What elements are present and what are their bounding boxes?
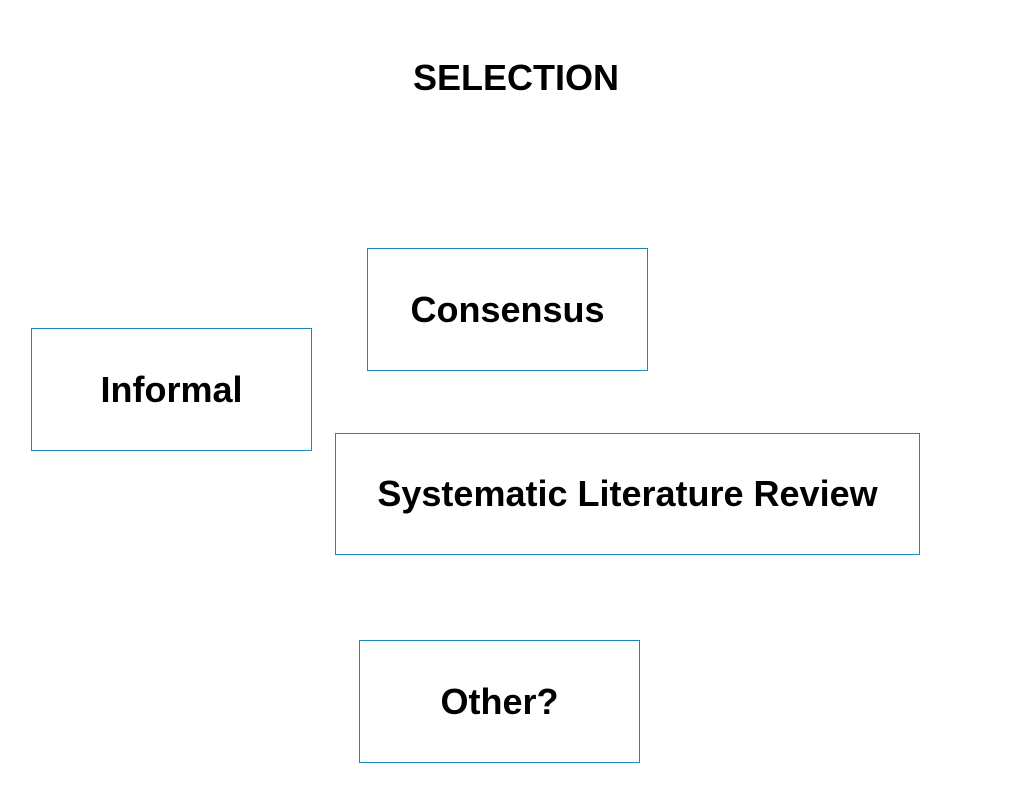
systematic-literature-review-box: Systematic Literature Review <box>335 433 920 555</box>
informal-box: Informal <box>31 328 312 451</box>
other-box: Other? <box>359 640 640 763</box>
informal-label: Informal <box>100 368 243 410</box>
page-title: SELECTION <box>412 57 619 98</box>
consensus-box: Consensus <box>367 248 648 371</box>
systematic-literature-review-label: Systematic Literature Review <box>377 473 878 514</box>
consensus-label: Consensus <box>410 288 605 330</box>
other-label: Other? <box>440 680 559 722</box>
